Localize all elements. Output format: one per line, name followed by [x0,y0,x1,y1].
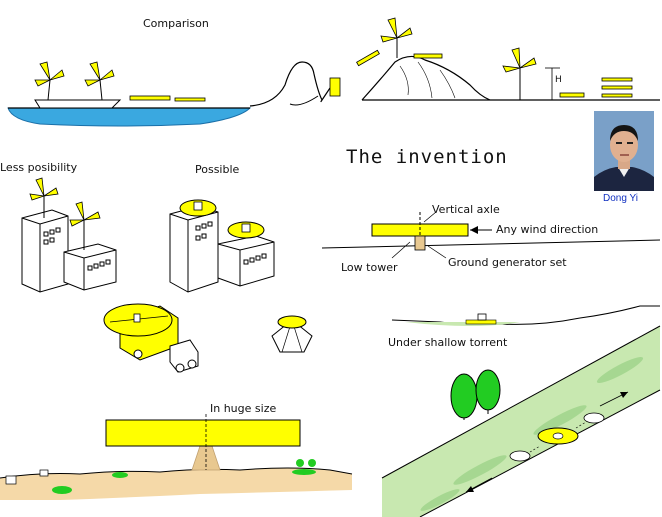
river-plan-view [381,325,661,517]
less-posibility-label: Less posibility [0,161,78,174]
huge-size-scene [0,414,353,500]
vertical-axle-label: Vertical axle [432,203,500,216]
possible-label: Possible [195,163,240,176]
person-portrait-image [594,111,654,191]
under-shallow-torrent-label: Under shallow torrent [388,336,508,349]
any-wind-direction-label: Any wind direction [496,223,599,236]
invention-title: The invention [346,146,508,168]
in-huge-size-label: In huge size [210,402,277,415]
portable-generator [271,315,313,353]
trees [450,369,501,420]
low-tower-label: Low tower [341,261,398,274]
portrait-photo [594,111,654,191]
height-marker-label: H [555,75,562,85]
portrait-caption: Dong Yi [603,193,639,204]
truck-with-disk [103,303,199,373]
shallow-torrent-section [391,305,660,326]
ground-generator-set-label: Ground generator set [448,256,567,269]
comparison-scene [7,17,660,127]
invention-detail [321,211,661,259]
buildings-with-disks [169,205,275,293]
comparison-label: Comparison [143,17,209,30]
buildings-with-turbines [21,196,117,293]
